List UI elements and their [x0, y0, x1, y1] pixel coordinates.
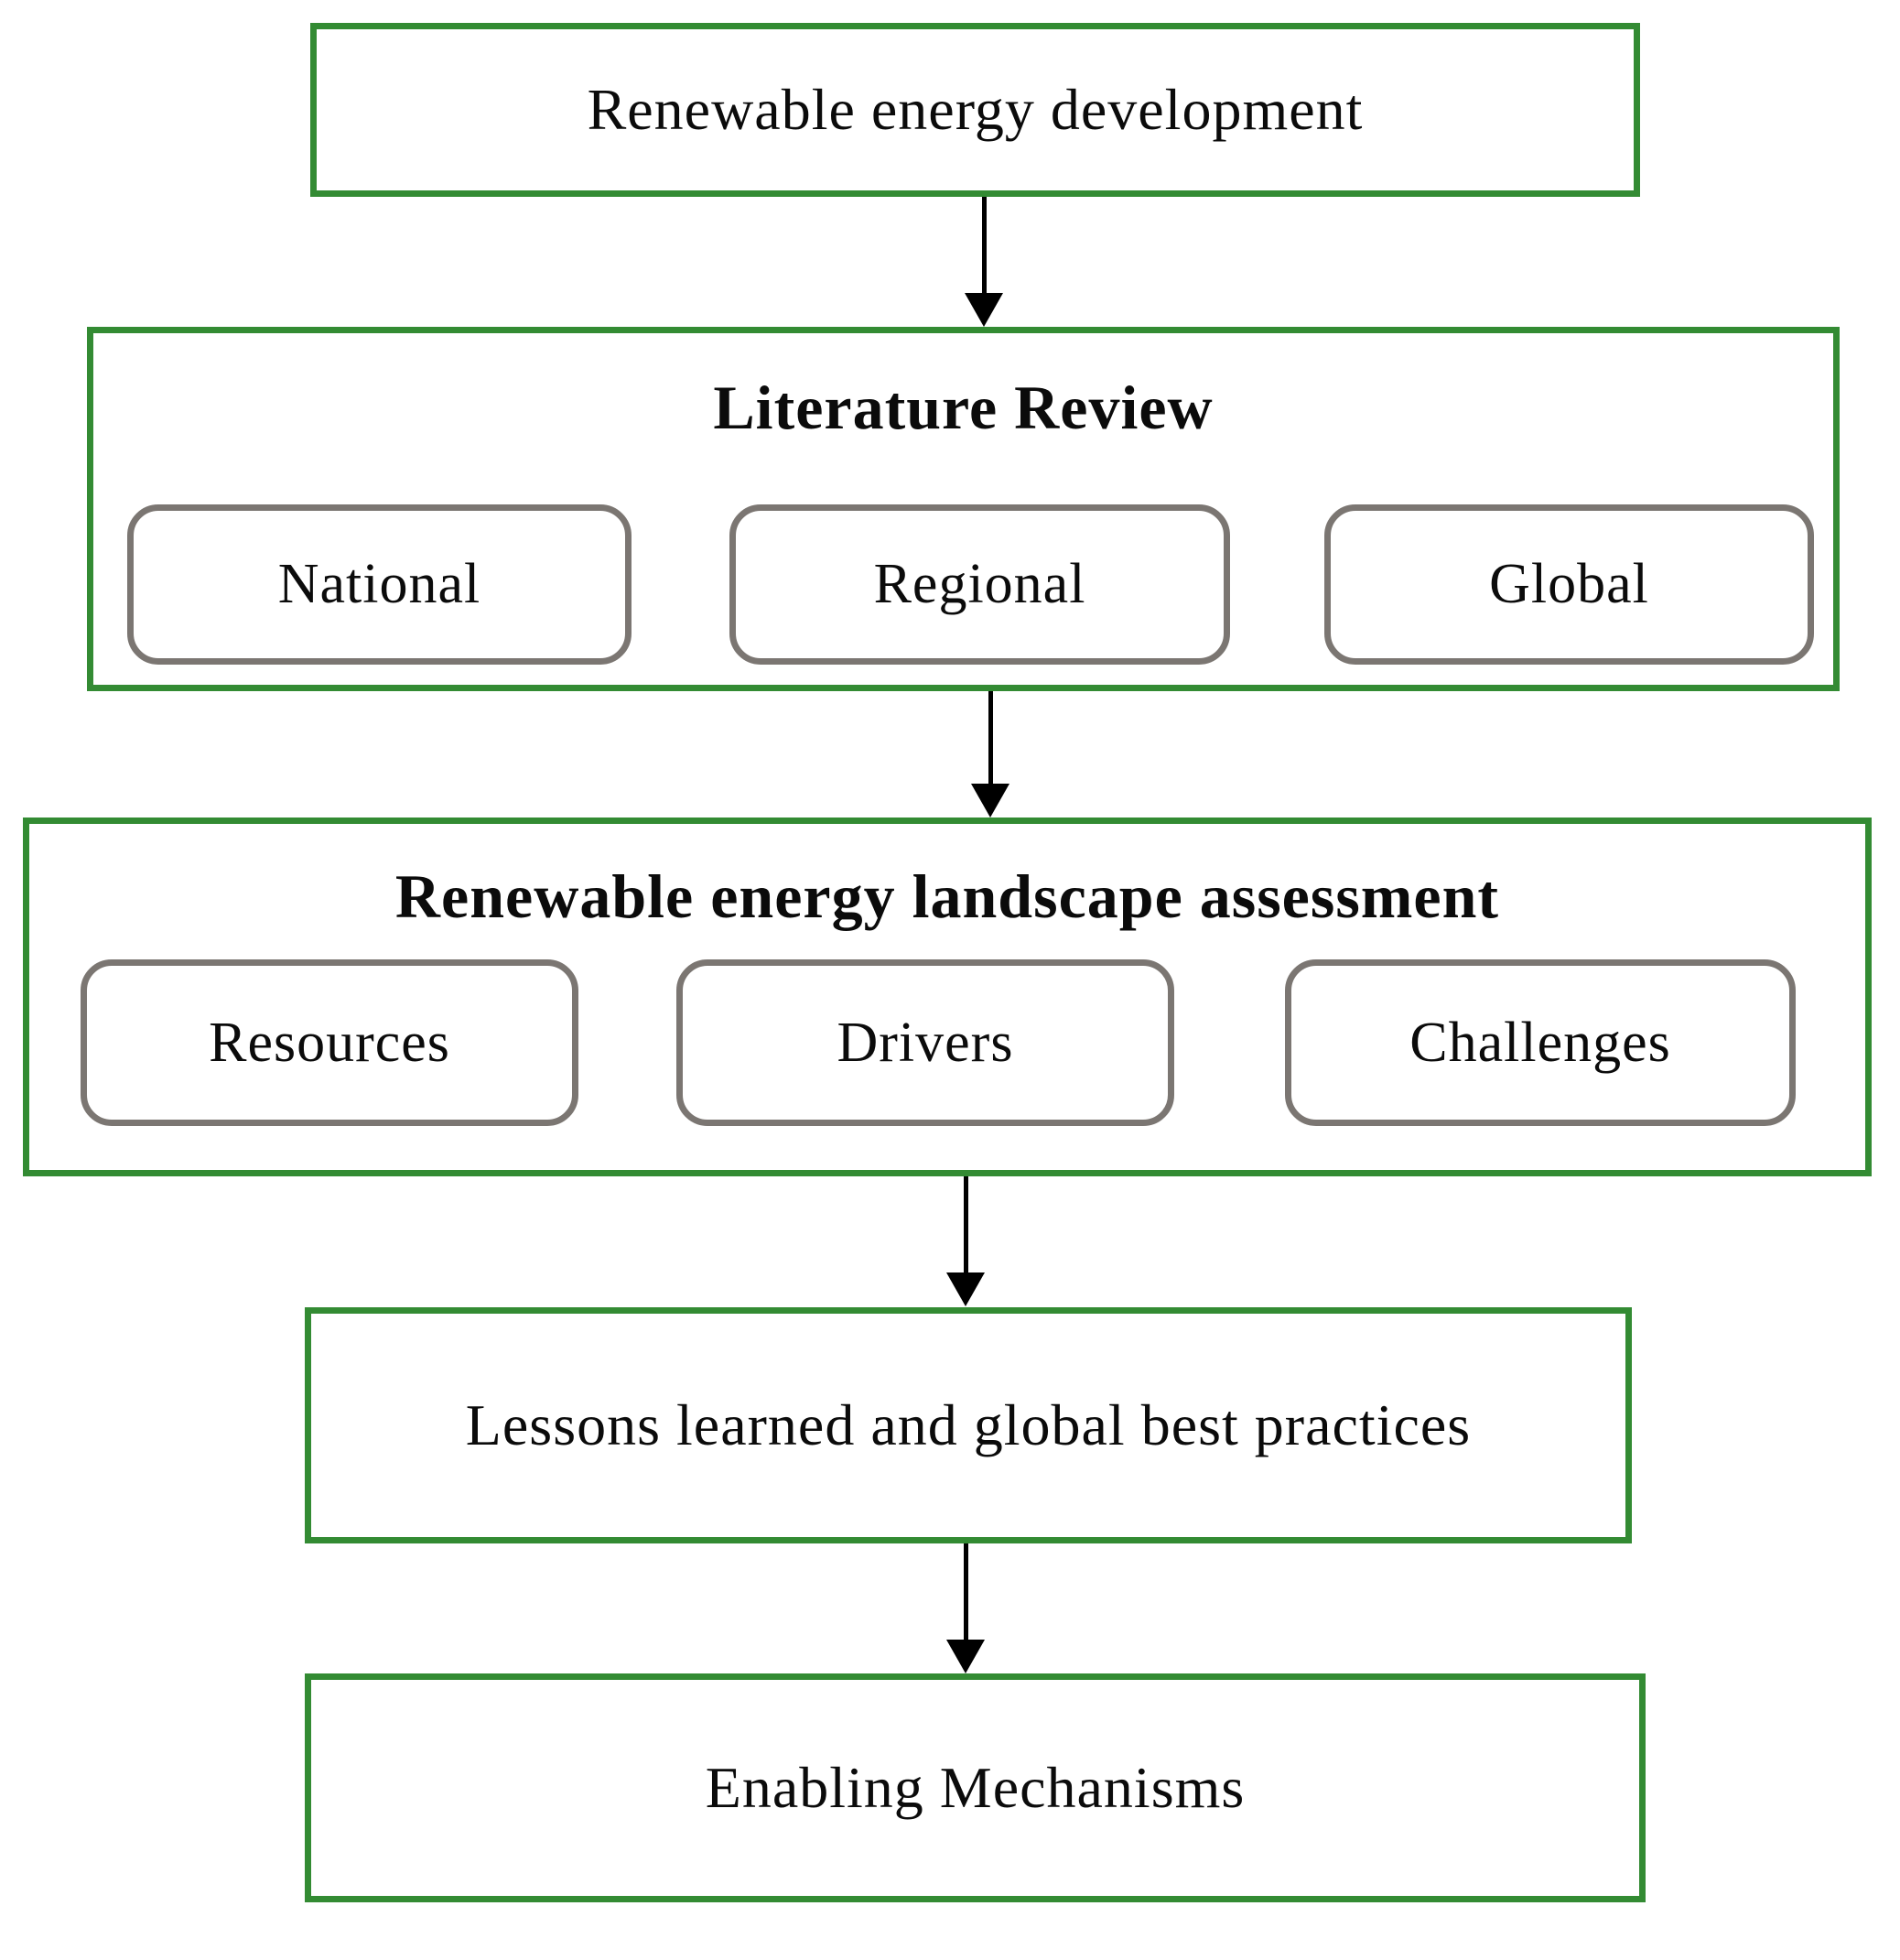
- arrow-shaft: [988, 691, 993, 785]
- subnode-label: Regional: [873, 553, 1086, 615]
- down-arrow-icon: [964, 197, 1004, 327]
- node-label: Enabling Mechanisms: [705, 1754, 1246, 1820]
- subnode-label: Challenges: [1409, 1011, 1671, 1074]
- node-lessons-learned: Lessons learned and global best practice…: [305, 1307, 1632, 1543]
- subnode-global: Global: [1324, 504, 1814, 665]
- subnode-challenges: Challenges: [1285, 959, 1796, 1126]
- subnode-drivers: Drivers: [676, 959, 1174, 1126]
- node-landscape-assessment: Renewable energy landscape assessment Re…: [23, 818, 1872, 1176]
- subnode-label: Resources: [209, 1011, 450, 1074]
- down-arrow-icon: [945, 1543, 986, 1673]
- down-arrow-icon: [945, 1176, 986, 1306]
- arrow-shaft: [963, 1176, 968, 1274]
- arrow-shaft: [981, 197, 987, 295]
- section-title: Literature Review: [713, 373, 1214, 442]
- node-enabling-mechanisms: Enabling Mechanisms: [305, 1673, 1646, 1902]
- section-title: Renewable energy landscape assessment: [394, 861, 1500, 931]
- node-renewable-energy-development: Renewable energy development: [310, 23, 1640, 197]
- node-label: Lessons learned and global best practice…: [465, 1391, 1472, 1457]
- arrow-shaft: [963, 1543, 968, 1641]
- arrow-head: [946, 1640, 985, 1673]
- node-literature-review: Literature Review National Regional Glob…: [87, 327, 1840, 691]
- subnode-regional: Regional: [729, 504, 1230, 665]
- arrow-head: [971, 784, 1009, 818]
- arrow-head: [965, 293, 1003, 327]
- subnode-resources: Resources: [81, 959, 578, 1126]
- subnode-national: National: [127, 504, 632, 665]
- subnode-label: National: [277, 553, 481, 615]
- down-arrow-icon: [970, 691, 1010, 818]
- subnode-label: Global: [1489, 553, 1649, 615]
- node-label: Renewable energy development: [587, 76, 1364, 142]
- subnode-label: Drivers: [837, 1011, 1014, 1074]
- arrow-head: [946, 1272, 985, 1306]
